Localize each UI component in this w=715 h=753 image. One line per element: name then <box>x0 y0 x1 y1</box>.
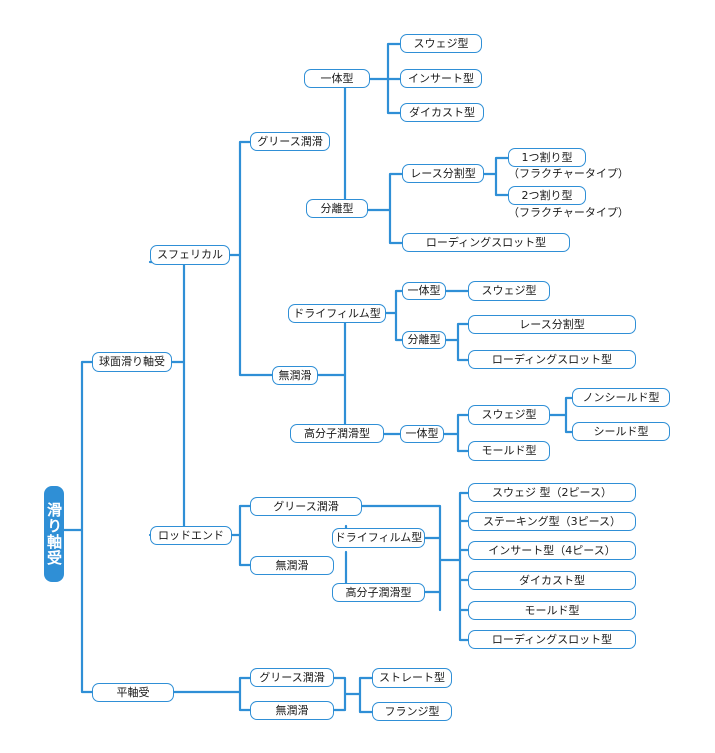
node-mold: モールド型 <box>468 441 550 461</box>
node-spherical-separate: 分離型 <box>306 199 368 218</box>
node-rod-grease: グリース潤滑 <box>250 497 362 516</box>
node-rod-staking-3pc: ステーキング型（3ピース） <box>468 512 636 531</box>
node-df-loading-slot: ローディングスロット型 <box>468 350 636 369</box>
node-rod-mold: モールド型 <box>468 601 636 620</box>
node-spherical-grease: グリース潤滑 <box>250 132 330 151</box>
node-straight: ストレート型 <box>372 668 452 688</box>
node-rod-polymer: 高分子潤滑型 <box>332 583 425 602</box>
node-plain-grease: グリース潤滑 <box>250 668 334 687</box>
node-non-sealed: ノンシールド型 <box>572 388 670 407</box>
node-polymer: 高分子潤滑型 <box>290 424 384 443</box>
note-fracture-type-1: （フラクチャータイプ） <box>508 167 629 180</box>
root-plain-bearing: 滑り軸受 <box>44 486 64 582</box>
node-df-race-split: レース分割型 <box>468 315 636 334</box>
node-pl-one-piece: 一体型 <box>400 425 444 443</box>
node-swage: スウェジ型 <box>400 34 482 53</box>
node-df-separate: 分離型 <box>402 331 446 349</box>
node-spherical: スフェリカル <box>150 245 230 265</box>
node-split-one: 1つ割り型 <box>508 148 586 167</box>
node-dry-film: ドライフィルム型 <box>288 304 386 323</box>
node-df-one-piece: 一体型 <box>402 282 446 300</box>
node-race-split: レース分割型 <box>402 164 484 183</box>
node-rod-non-lube: 無潤滑 <box>250 556 334 575</box>
node-split-two: 2つ割り型 <box>508 186 586 205</box>
node-flange: フランジ型 <box>372 702 452 721</box>
node-spherical-one-piece: 一体型 <box>304 69 370 88</box>
node-plain-non-lube: 無潤滑 <box>250 701 334 720</box>
node-pl-swage: スウェジ型 <box>468 405 550 425</box>
node-spherical-plain-bearing: 球面滑り軸受 <box>92 352 172 372</box>
node-rod-diecast: ダイカスト型 <box>468 571 636 590</box>
node-spherical-non-lube: 無潤滑 <box>272 366 318 385</box>
node-insert: インサート型 <box>400 69 482 88</box>
node-rod-loading-slot: ローディングスロット型 <box>468 630 636 649</box>
node-df-swage: スウェジ型 <box>468 281 550 301</box>
node-loading-slot: ローディングスロット型 <box>402 233 570 252</box>
node-sealed: シールド型 <box>572 422 670 441</box>
node-rod-end: ロッドエンド <box>150 526 232 545</box>
node-rod-insert-4pc: インサート型（4ピース） <box>468 541 636 560</box>
note-fracture-type-2: （フラクチャータイプ） <box>508 206 629 219</box>
node-rod-swage-2pc: スウェジ 型（2ピース） <box>468 483 636 502</box>
node-journal-bearing: 平軸受 <box>92 683 174 702</box>
node-diecast: ダイカスト型 <box>400 103 484 122</box>
node-rod-dry-film: ドライフィルム型 <box>332 528 425 548</box>
